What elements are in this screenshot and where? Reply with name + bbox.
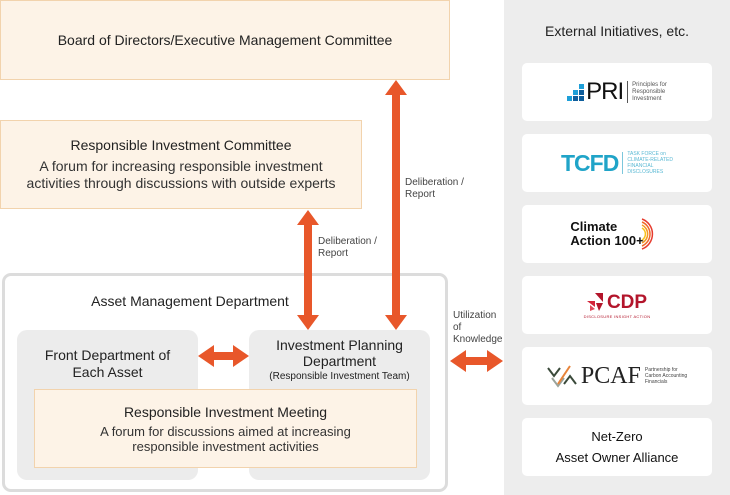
arrow-label-line: of [453,322,462,333]
ric-description: A forum for increasing responsible inves… [27,158,336,192]
tcfd-subtitle-line: CLIMATE-RELATED [627,157,673,163]
arrow-label-ric-ipd: Deliberation / Report [318,236,377,260]
arrow-label-line: Deliberation / [405,177,464,188]
arrow-knowledge [450,350,503,372]
rim-description-line-1: A forum for discussions aimed at increas… [100,423,351,439]
climate-action-text: Climate Action 100+ [570,220,643,248]
rim-description-line-2: responsible investment activities [132,438,319,454]
investment-planning-department-label: Investment Planning Department [249,337,430,369]
initiative-card-net-zero-aoa: Net-Zero Asset Owner Alliance [522,418,712,476]
ric-description-line-2: activities through discussions with outs… [26,175,336,191]
asset-management-department-title: Asset Management Department [91,293,289,309]
pri-subtitle-line: Responsible [632,88,666,95]
front-department-label: Front Department of Each Asset [17,347,198,381]
cdp-triangle-icon [586,292,603,311]
rim-title: Responsible Investment Meeting [123,403,328,420]
cdp-logo-text: CDP [606,291,648,313]
board-of-directors-box: Board of Directors/Executive Management … [0,0,450,80]
climate-arcs-icon [641,218,653,250]
front-department-line-2: Each Asset [72,364,143,380]
pcaf-subtitle: Partnership for Carbon Accounting Financ… [645,367,687,385]
tcfd-logo: TCFD TASK FORCE on CLIMATE-RELATED FINAN… [561,150,673,177]
ipd-line-2: Department [302,353,377,369]
pcaf-subtitle-line: Financials [644,379,668,385]
cdp-subtitle: DISCLOSURE INSIGHT ACTION [583,313,651,319]
arrow-label-line: Report [318,248,349,259]
tcfd-logo-text: TCFD [561,149,619,176]
initiative-card-climate-action-100: Climate Action 100+ [522,205,712,263]
rim-description: A forum for discussions aimed at increas… [100,424,351,454]
arrow-label-knowledge: Utilization of Knowledge [453,310,502,346]
ric-description-line-1: A forum for increasing responsible inves… [39,158,323,174]
pcaf-subtitle-line: Carbon Accounting [644,373,688,379]
arrow-label-board-ipd: Deliberation / Report [405,177,464,201]
tcfd-subtitle-line: FINANCIAL [627,163,654,169]
arrow-label-line: Knowledge [453,334,503,345]
tcfd-divider [622,152,624,174]
tcfd-subtitle: TASK FORCE on CLIMATE-RELATED FINANCIAL … [627,151,673,175]
pcaf-chevrons-icon [547,365,577,388]
arrow-label-line: Utilization [453,310,497,321]
net-zero-line-2: Asset Owner Alliance [555,450,679,465]
climate-action-line-1: Climate [570,219,618,234]
pri-subtitle: Principles for Responsible Investment [632,82,667,103]
cdp-logo: CDP DISCLOSURE INSIGHT ACTION [584,292,651,319]
arrow-label-line: Deliberation / [318,236,377,247]
tcfd-subtitle-line: DISCLOSURES [627,169,664,175]
external-initiatives-title: External Initiatives, etc. [545,23,689,39]
initiative-card-pri: PRI Principles for Responsible Investmen… [522,63,712,121]
pcaf-logo: PCAF Partnership for Carbon Accounting F… [547,363,687,390]
pri-logo-text: PRI [586,78,624,105]
ipd-line-1: Investment Planning [276,337,403,353]
initiative-card-cdp: CDP DISCLOSURE INSIGHT ACTION [522,276,712,334]
pri-logo: PRI Principles for Responsible Investmen… [567,78,667,105]
ipd-subtitle: (Responsible Investment Team) [269,371,410,382]
tcfd-subtitle-line: TASK FORCE on [627,151,666,157]
pri-subtitle-line: Principles for [632,81,667,88]
arrow-shape [450,350,503,372]
initiative-card-tcfd: TCFD TASK FORCE on CLIMATE-RELATED FINAN… [522,134,712,192]
pri-subtitle-line: Investment [632,95,662,102]
front-department-line-1: Front Department of [44,347,171,363]
responsible-investment-meeting-box: Responsible Investment Meeting A forum f… [34,389,417,468]
ric-title: Responsible Investment Committee [70,137,292,153]
pri-divider [627,81,629,103]
climate-action-logo: Climate Action 100+ [570,216,663,252]
responsible-investment-committee-box: Responsible Investment Committee A forum… [0,120,362,209]
pcaf-logo-text: PCAF [580,362,641,389]
net-zero-line-1: Net-Zero [591,429,643,444]
arrow-label-line: Report [405,189,436,200]
pri-bars-icon [567,83,585,101]
net-zero-logo: Net-Zero Asset Owner Alliance [556,426,679,468]
pcaf-subtitle-line: Partnership for [644,367,678,373]
board-label: Board of Directors/Executive Management … [57,32,393,48]
initiative-card-pcaf: PCAF Partnership for Carbon Accounting F… [522,347,712,405]
climate-action-line-2: Action 100+ [570,233,644,248]
